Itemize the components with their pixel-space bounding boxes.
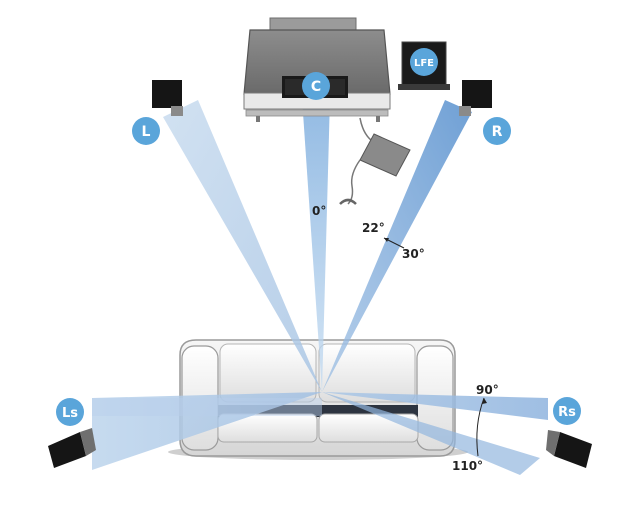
angle-surround-min-label: 90°: [476, 383, 499, 397]
cable-icon: [339, 117, 411, 205]
svg-text:Rs: Rs: [558, 405, 576, 420]
angle-arrow-surround: [476, 397, 487, 457]
left-surround-speaker-icon: [48, 428, 96, 468]
left-speaker-icon: [152, 80, 183, 116]
angle-center-label: 0°: [312, 204, 326, 218]
beam-left-surround: [92, 392, 322, 470]
badge-right-surround: Rs: [553, 397, 581, 425]
beam-left: [163, 100, 322, 392]
badge-left-surround: Ls: [56, 398, 84, 426]
tv-icon: [243, 17, 391, 122]
angle-front-min-label: 22°: [362, 221, 385, 235]
svg-text:LFE: LFE: [414, 58, 434, 69]
svg-text:L: L: [142, 124, 151, 140]
svg-text:C: C: [311, 79, 321, 95]
right-speaker-icon: [459, 80, 492, 116]
angle-surround-max-label: 110°: [452, 459, 483, 473]
angle-arrow-front: [383, 237, 405, 249]
badge-center: C: [302, 72, 330, 100]
beam-right-surround: [322, 392, 548, 475]
badge-right: R: [483, 117, 511, 145]
svg-text:Ls: Ls: [62, 406, 78, 421]
badge-left: L: [132, 117, 160, 145]
svg-text:R: R: [492, 124, 503, 140]
right-surround-speaker-icon: [546, 430, 592, 468]
beam-right: [322, 100, 472, 392]
angle-front-max-label: 30°: [402, 247, 425, 261]
beam-center: [302, 98, 330, 392]
badge-subwoofer: LFE: [410, 48, 438, 76]
